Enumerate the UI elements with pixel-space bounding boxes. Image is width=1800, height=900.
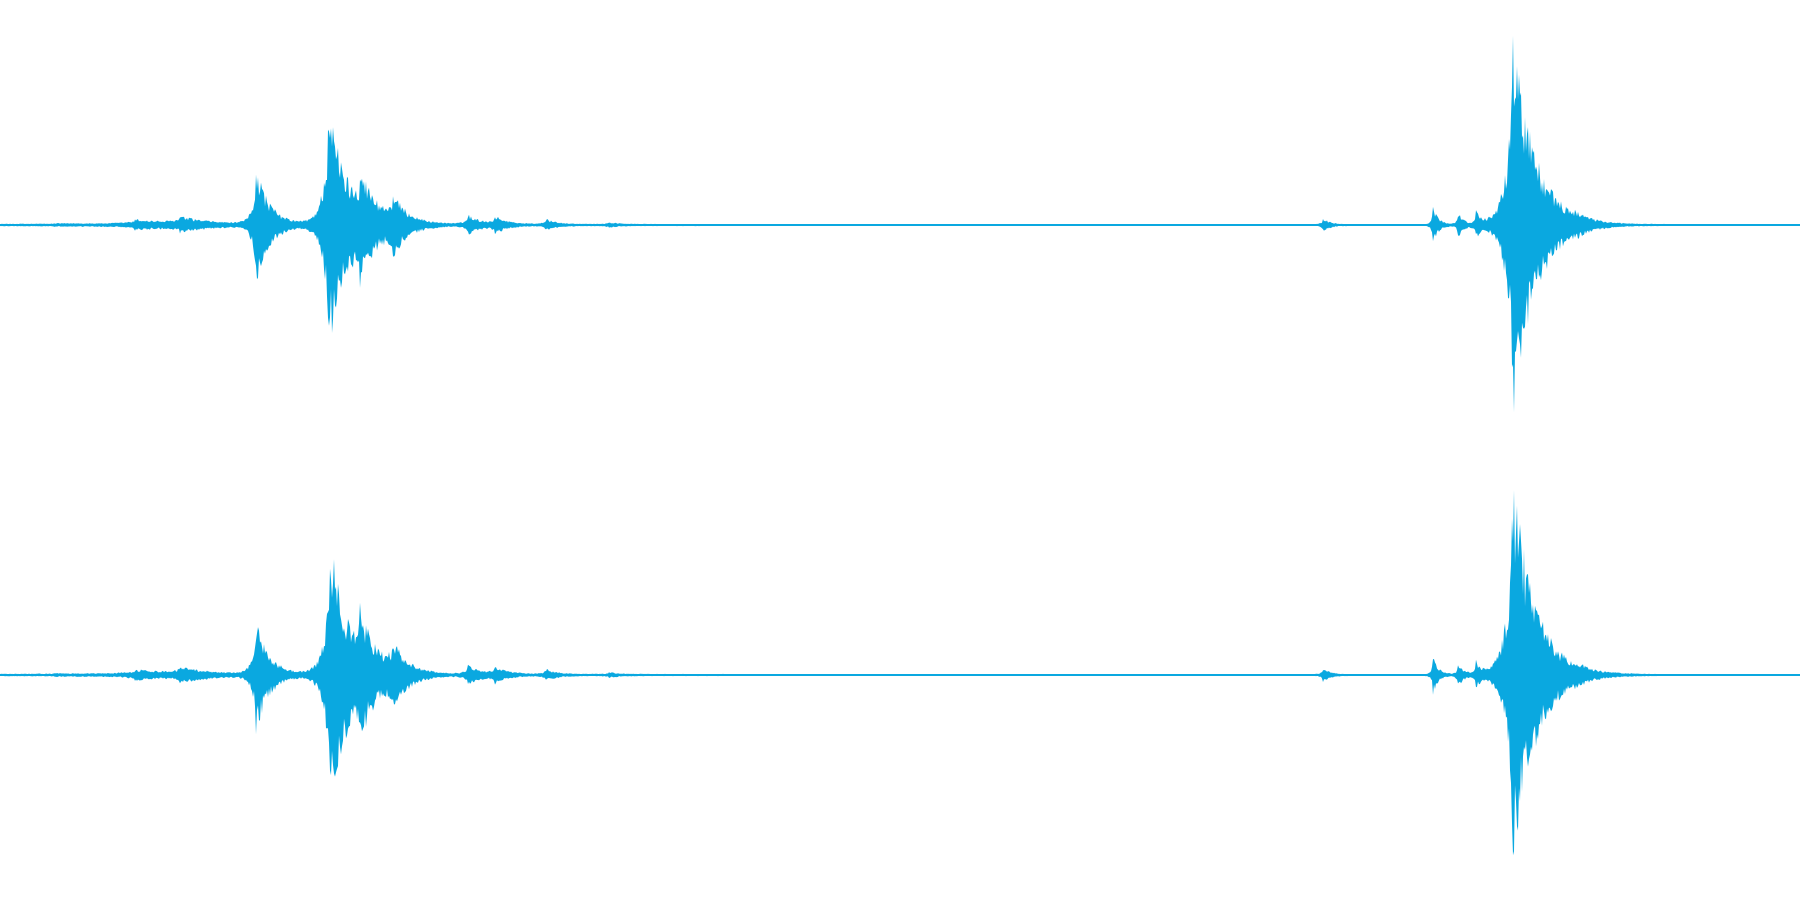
- channel-1-envelope: [0, 35, 1800, 413]
- channel-1-waveform: [0, 35, 1800, 413]
- channel-2-waveform: [0, 490, 1800, 856]
- channel-2-envelope: [0, 490, 1800, 856]
